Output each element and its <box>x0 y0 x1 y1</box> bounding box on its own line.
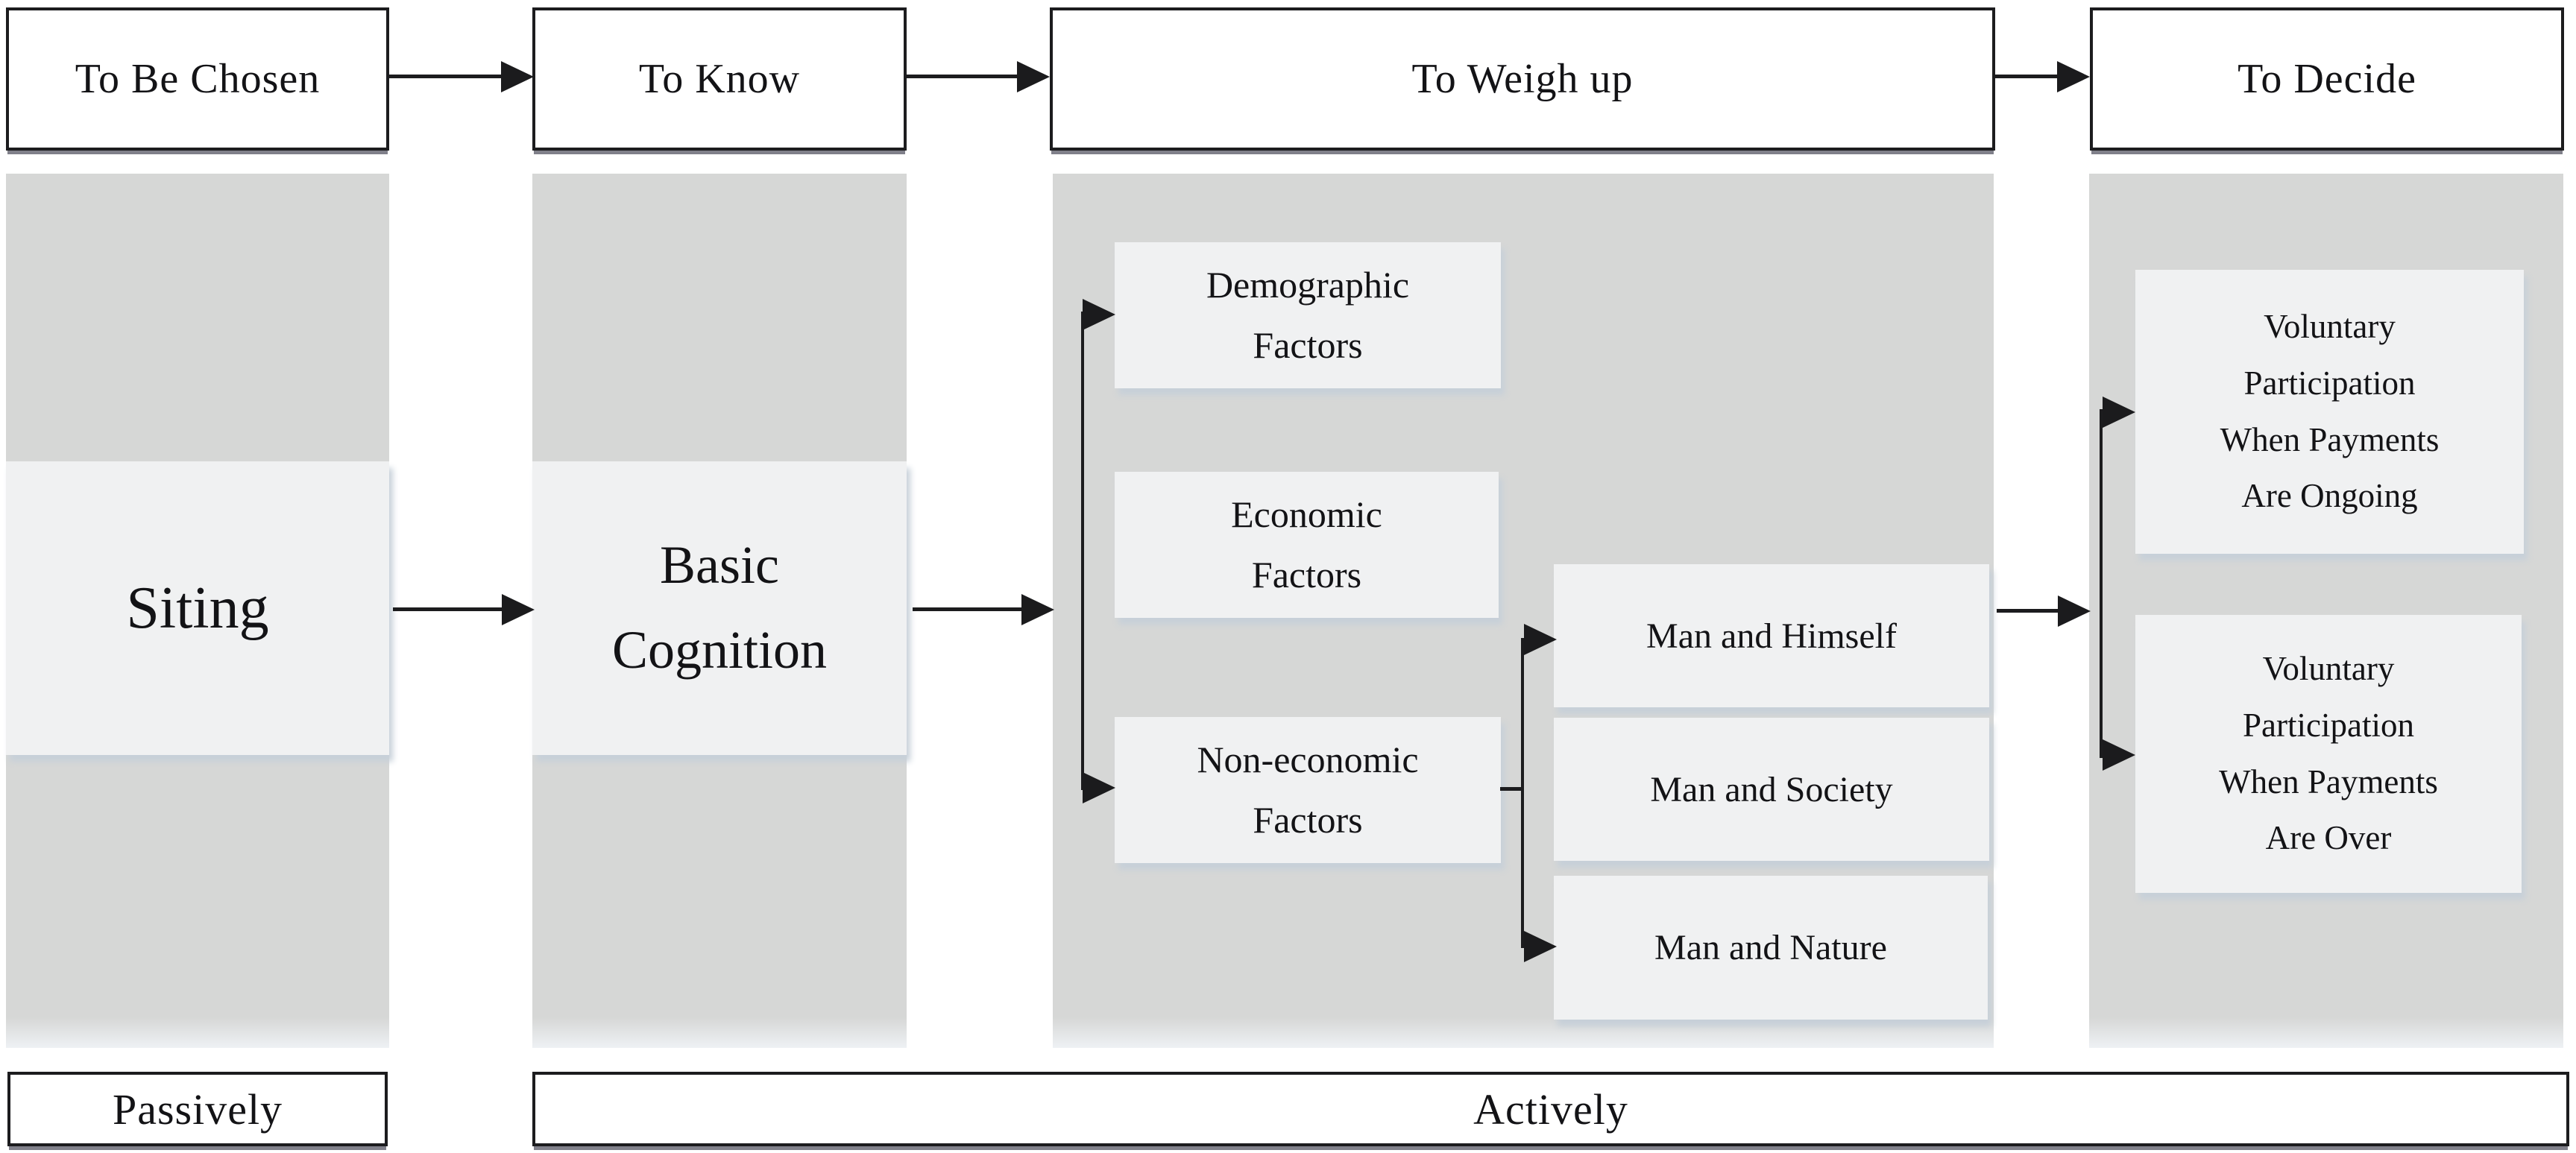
node-demographic-factors: Demographic Factors <box>1115 242 1501 388</box>
node-label-line: Non-economic <box>1197 739 1419 780</box>
stage-label: To Be Chosen <box>75 56 321 102</box>
node-non-economic-factors: Non-economic Factors <box>1115 717 1501 863</box>
arrowhead-right-icon <box>2103 397 2135 428</box>
stage-box-to-be-chosen: To Be Chosen <box>6 7 389 151</box>
arrowhead-right-icon <box>501 61 534 92</box>
node-label: Man and Nature <box>1654 928 1887 967</box>
branch-trunk-line <box>2100 409 2103 758</box>
node-label-line: Demographic <box>1206 264 1410 306</box>
node-voluntary-participation-over: Voluntary Participation When Payments Ar… <box>2135 615 2522 893</box>
node-label-line: Basic <box>660 535 779 596</box>
arrowhead-right-icon <box>1524 931 1557 962</box>
arrowhead-right-icon <box>1021 594 1054 625</box>
connector-line <box>1500 787 1524 791</box>
arrow-line <box>1995 75 2059 78</box>
branch-trunk-line <box>1081 312 1084 790</box>
branch-trunk-line <box>1521 638 1524 948</box>
arrowhead-right-icon <box>2103 739 2135 771</box>
arrowhead-right-icon <box>1017 61 1050 92</box>
node-label-line: Cognition <box>611 620 828 680</box>
node-basic-cognition: Basic Cognition <box>532 461 907 755</box>
footer-label: Passively <box>112 1084 283 1134</box>
node-label-line: Participation <box>2243 364 2416 402</box>
node-economic-factors: Economic Factors <box>1115 472 1499 618</box>
arrowhead-right-icon <box>2057 61 2090 92</box>
arrow-line <box>913 607 1021 611</box>
node-label-line: Are Ongoing <box>2241 477 2418 515</box>
node-label-line: Factors <box>1251 554 1362 596</box>
node-label: Siting <box>126 575 269 641</box>
footer-box-passively: Passively <box>7 1072 388 1146</box>
node-label-line: When Payments <box>2219 762 2438 800</box>
node-label-line: Economic <box>1231 493 1382 535</box>
node-siting: Siting <box>6 461 389 755</box>
arrow-line <box>1997 609 2059 613</box>
arrowhead-right-icon <box>1083 299 1115 330</box>
node-man-and-himself: Man and Himself <box>1554 564 1989 707</box>
arrowhead-right-icon <box>502 594 535 625</box>
arrowhead-right-icon <box>1083 772 1115 803</box>
node-man-and-nature: Man and Nature <box>1554 876 1988 1020</box>
stage-box-to-know: To Know <box>532 7 907 151</box>
node-label-line: Voluntary <box>2264 308 2396 346</box>
footer-label: Actively <box>1473 1084 1628 1134</box>
node-label-line: Participation <box>2243 706 2414 744</box>
node-label-line: Are Over <box>2265 819 2392 857</box>
arrow-line <box>393 607 503 611</box>
node-label-line: Voluntary <box>2262 650 2395 688</box>
stage-box-to-decide: To Decide <box>2090 7 2564 151</box>
arrow-line <box>389 75 503 78</box>
node-label-line: Factors <box>1253 324 1363 366</box>
node-man-and-society: Man and Society <box>1554 718 1989 861</box>
node-label: Man and Himself <box>1646 616 1897 656</box>
stage-label: To Weigh up <box>1411 56 1634 102</box>
arrow-line <box>907 75 1018 78</box>
node-label: Man and Society <box>1650 769 1893 809</box>
stage-label: To Know <box>638 56 801 102</box>
stage-box-to-weigh-up: To Weigh up <box>1050 7 1995 151</box>
arrowhead-right-icon <box>1524 624 1557 655</box>
arrowhead-right-icon <box>2058 596 2091 627</box>
node-voluntary-participation-ongoing: Voluntary Participation When Payments Ar… <box>2135 270 2524 554</box>
stage-label: To Decide <box>2238 56 2416 102</box>
node-label-line: When Payments <box>2220 420 2440 458</box>
node-label-line: Factors <box>1253 799 1363 841</box>
footer-box-actively: Actively <box>532 1072 2569 1146</box>
